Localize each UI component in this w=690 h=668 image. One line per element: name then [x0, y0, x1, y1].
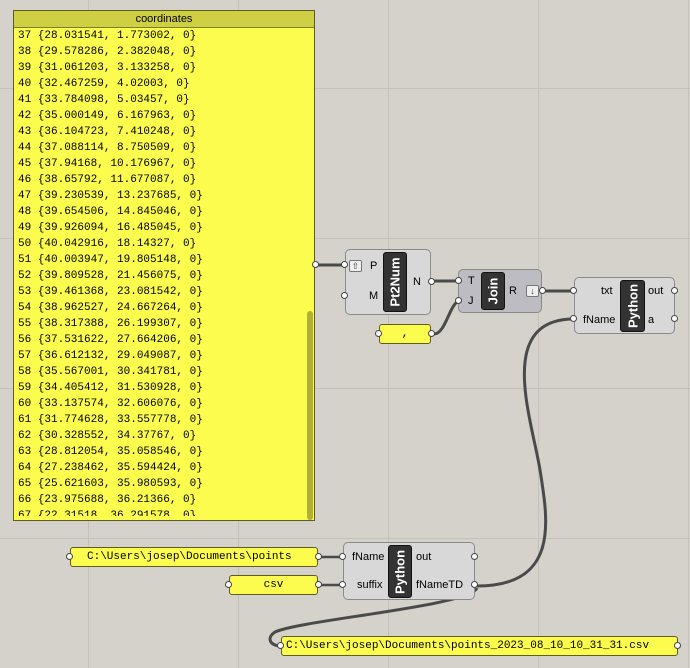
- output-a-label[interactable]: a: [648, 314, 655, 326]
- input-suffix-label[interactable]: suffix: [357, 579, 383, 591]
- separator-text: ,: [401, 328, 409, 340]
- python-nickname-plate: Python: [620, 280, 645, 332]
- separator-panel[interactable]: ,: [379, 324, 431, 344]
- result-panel[interactable]: C:\Users\josep\Documents\points_2023_08_…: [281, 636, 678, 656]
- input-p-label[interactable]: P: [370, 260, 378, 272]
- scrollbar-thumb[interactable]: [307, 311, 313, 520]
- coordinate-row: 46 {38.65792, 11.677087, 0}: [18, 174, 197, 186]
- result-input-grip[interactable]: [277, 642, 284, 649]
- input-p-grip[interactable]: [341, 261, 348, 268]
- output-out-label[interactable]: out: [416, 551, 432, 563]
- input-fname-grip[interactable]: [339, 553, 346, 560]
- suffix-text: csv: [263, 579, 284, 591]
- output-fnametd-grip[interactable]: [471, 581, 478, 588]
- coordinate-row: 40 {32.467259, 4.02003, 0}: [18, 78, 190, 90]
- path-text: C:\Users\josep\Documents\points: [87, 551, 292, 563]
- coordinate-row: 57 {36.612132, 29.049087, 0}: [18, 350, 203, 362]
- path-output-grip[interactable]: [315, 553, 322, 560]
- panel-title: coordinates: [14, 11, 314, 28]
- coordinate-row: 49 {39.926094, 16.485045, 0}: [18, 222, 203, 234]
- coordinate-row: 54 {38.962527, 24.667264, 0}: [18, 302, 203, 314]
- pt2num-nickname-plate: Pt2Num: [383, 252, 407, 312]
- output-a-grip[interactable]: [671, 315, 678, 322]
- coordinate-row: 50 {40.042916, 18.14327, 0}: [18, 238, 197, 250]
- coordinate-row: 48 {39.654506, 14.845046, 0}: [18, 206, 203, 218]
- output-r-label[interactable]: R: [509, 285, 517, 297]
- input-fname-label[interactable]: fName: [352, 551, 385, 563]
- output-n-label[interactable]: N: [413, 276, 421, 288]
- coordinate-row: 62 {30.328552, 34.37767, 0}: [18, 430, 197, 442]
- flatten-icon: ↓: [526, 285, 539, 297]
- output-n-grip[interactable]: [428, 278, 435, 285]
- coordinate-row: 66 {23.975688, 36.21366, 0}: [18, 494, 197, 506]
- coordinate-row: 53 {39.461368, 23.081542, 0}: [18, 286, 203, 298]
- join-component[interactable]: T J Join R ↓: [458, 269, 542, 313]
- coordinate-row: 67 {22.31518, 36.291578, 0}: [18, 510, 197, 516]
- input-t-label[interactable]: T: [468, 275, 475, 287]
- coordinate-row: 51 {40.003947, 19.805148, 0}: [18, 254, 203, 266]
- python-name: Python: [392, 549, 408, 594]
- coordinate-row: 64 {27.238462, 35.594424, 0}: [18, 462, 203, 474]
- coordinate-row: 39 {31.061203, 3.133258, 0}: [18, 62, 197, 74]
- result-output-grip[interactable]: [674, 642, 681, 649]
- output-out-label[interactable]: out: [648, 285, 664, 297]
- pt2num-component[interactable]: ⇧ P M Pt2Num N: [345, 249, 431, 315]
- coordinate-row: 55 {38.317388, 26.199307, 0}: [18, 318, 203, 330]
- suffix-output-grip[interactable]: [315, 581, 322, 588]
- path-input-grip[interactable]: [66, 553, 73, 560]
- coordinate-row: 58 {35.567001, 30.341781, 0}: [18, 366, 203, 378]
- separator-output-grip[interactable]: [428, 330, 435, 337]
- python-filename-component[interactable]: fName suffix Python out fNameTD: [343, 542, 475, 600]
- python-name: Python: [625, 283, 640, 329]
- python-nickname-plate: Python: [388, 545, 412, 598]
- input-fname-grip[interactable]: [570, 315, 577, 322]
- input-m-grip[interactable]: [341, 292, 348, 299]
- coordinate-row: 45 {37.94168, 10.176967, 0}: [18, 158, 197, 170]
- panel-output-grip[interactable]: [312, 261, 319, 268]
- output-r-grip[interactable]: [539, 287, 546, 294]
- coordinate-row: 42 {35.000149, 6.167963, 0}: [18, 110, 197, 122]
- join-name: Join: [485, 277, 501, 305]
- input-txt-label[interactable]: txt: [601, 285, 613, 297]
- coordinate-row: 52 {39.809528, 21.456075, 0}: [18, 270, 203, 282]
- wire-fnametd-to-fname: [476, 317, 575, 588]
- wire-separator-to-j: [433, 299, 461, 336]
- input-j-grip[interactable]: [455, 297, 462, 304]
- coordinate-row: 65 {25.621603, 35.980593, 0}: [18, 478, 203, 490]
- coordinate-row: 44 {37.088114, 8.750509, 0}: [18, 142, 197, 154]
- input-t-grip[interactable]: [455, 277, 462, 284]
- input-fname-label[interactable]: fName: [583, 314, 616, 326]
- input-suffix-grip[interactable]: [339, 581, 346, 588]
- coordinate-row: 59 {34.405412, 31.530928, 0}: [18, 382, 203, 394]
- coordinate-row: 63 {28.812054, 35.058546, 0}: [18, 446, 203, 458]
- output-fnametd-label[interactable]: fNameTD: [416, 579, 464, 591]
- join-nickname-plate: Join: [481, 272, 505, 310]
- coordinate-row: 38 {29.578286, 2.382048, 0}: [18, 46, 197, 58]
- coordinate-row: 60 {33.137574, 32.606076, 0}: [18, 398, 203, 410]
- pt2num-name: Pt2Num: [387, 257, 403, 307]
- coordinate-row: 37 {28.031541, 1.773002, 0}: [18, 30, 197, 42]
- coordinates-list: 37 {28.031541, 1.773002, 0} 38 {29.578286…: [18, 28, 303, 516]
- output-out-grip[interactable]: [671, 287, 678, 294]
- input-m-label[interactable]: M: [369, 290, 379, 302]
- coordinate-row: 43 {36.104723, 7.410248, 0}: [18, 126, 197, 138]
- suffix-input-grip[interactable]: [225, 581, 232, 588]
- python-write-component[interactable]: txt fName Python out a: [574, 277, 675, 334]
- coordinate-row: 61 {31.774628, 33.557778, 0}: [18, 414, 203, 426]
- coordinates-panel[interactable]: coordinates 37 {28.031541, 1.773002, 0}3…: [13, 10, 315, 521]
- output-out-grip[interactable]: [471, 553, 478, 560]
- coordinate-row: 41 {33.784098, 5.03457, 0}: [18, 94, 190, 106]
- suffix-panel[interactable]: csv: [229, 575, 318, 595]
- input-txt-grip[interactable]: [570, 287, 577, 294]
- separator-input-grip[interactable]: [375, 330, 382, 337]
- coordinate-row: 47 {39.230539, 13.237685, 0}: [18, 190, 203, 202]
- path-panel[interactable]: C:\Users\josep\Documents\points: [70, 547, 318, 567]
- panel-scrollbar[interactable]: [307, 29, 313, 520]
- input-j-label[interactable]: J: [468, 295, 474, 307]
- coordinate-row: 56 {37.531622, 27.664206, 0}: [18, 334, 203, 346]
- reparameterize-icon: ⇧: [349, 260, 362, 272]
- result-text: C:\Users\josep\Documents\points_2023_08_…: [286, 640, 650, 652]
